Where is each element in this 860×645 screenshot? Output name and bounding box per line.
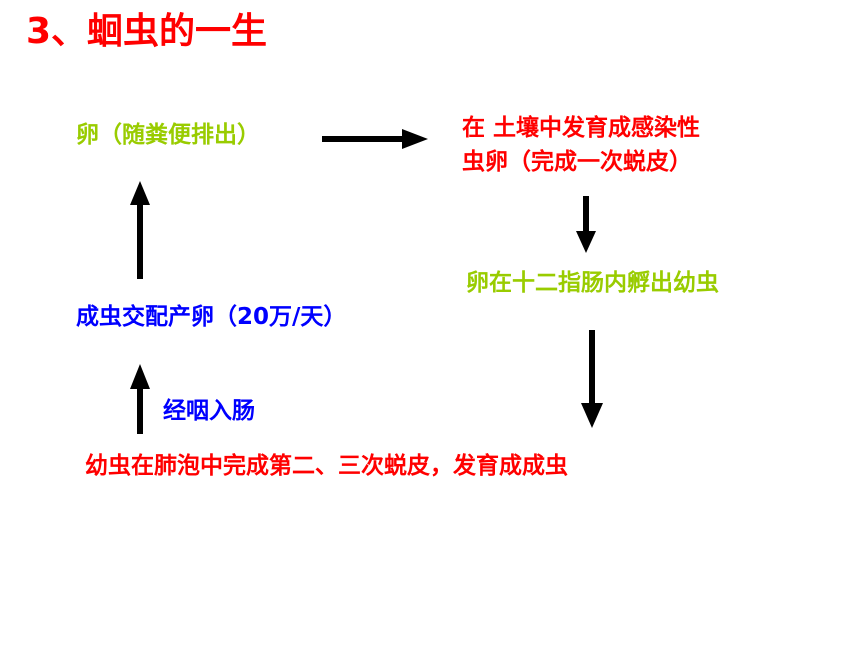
arrow-duodenum-to-lung — [581, 330, 603, 428]
arrow-egg-to-soil — [322, 129, 428, 149]
node-duodenum-hatching: 卵在十二指肠内孵出幼虫 — [466, 270, 719, 296]
arrow-soil-to-duodenum — [576, 196, 596, 253]
node-lung-molting: 幼虫在肺泡中完成第二、三次蜕皮，发育成成虫 — [85, 453, 568, 479]
node-soil-development-line1: 在 土壤中发育成感染性 — [462, 115, 701, 141]
node-soil-development-line2: 虫卵（完成一次蜕皮） — [462, 149, 692, 175]
node-soil-development: 在 土壤中发育成感染性 虫卵（完成一次蜕皮） — [462, 111, 700, 179]
arrow-lung-to-adult — [130, 364, 150, 434]
node-egg-excreted: 卵（随粪便排出） — [76, 122, 260, 148]
arrow-adult-to-egg — [130, 181, 150, 279]
node-adult-mating: 成虫交配产卵（20万/天） — [76, 304, 347, 330]
slide-title: 3、蛔虫的一生 — [26, 11, 268, 52]
edge-label-throat-to-intestine: 经咽入肠 — [163, 398, 255, 424]
